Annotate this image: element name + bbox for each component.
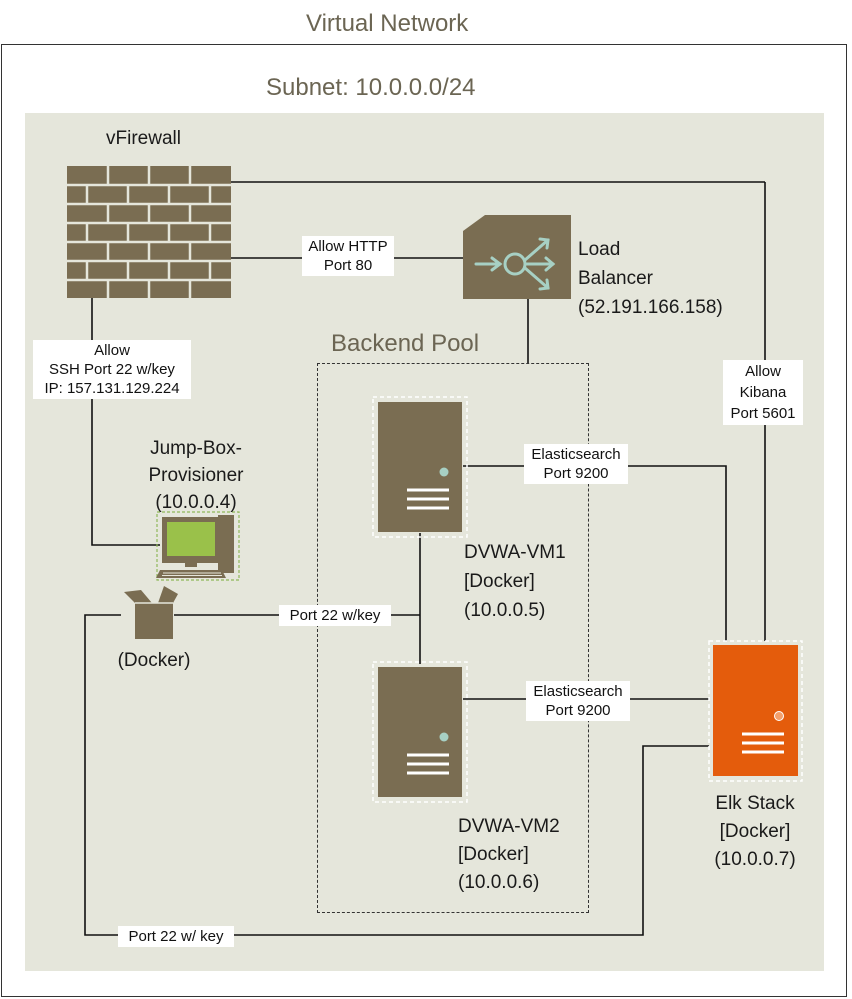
load-balancer-label: Load Balancer (52.191.166.158) [578,239,723,318]
edge-label-port22-elk: Port 22 w/ key [118,926,234,947]
dvwa-vm1-label: DVWA-VM1 [Docker] (10.0.0.5) [464,542,566,621]
brick-wall-icon [67,166,231,298]
server-icon [708,640,803,782]
server-icon [372,396,468,538]
subnet-title: Subnet: 10.0.0.0/24 [266,74,476,101]
edge-label-port22-pool: Port 22 w/key [279,605,391,626]
dvwa-vm2-label: DVWA-VM2 [Docker] (10.0.0.6) [458,816,560,893]
server-icon [372,661,468,803]
backend-pool-title: Backend Pool [331,330,480,357]
jump-box-label: Jump-Box- Provisioner (10.0.0.4) [148,438,244,513]
edge-label-http: Allow HTTP Port 80 [302,236,394,276]
backend-pool-frame [317,363,589,913]
elk-label: Elk Stack [Docker] (10.0.0.7) [714,793,796,870]
virtual-network-title: Virtual Network [306,10,469,37]
edge-label-es-vm1: Elasticsearch Port 9200 [524,444,628,484]
jump-box-docker-label: (Docker) [117,650,191,671]
edge-label-kibana: Allow Kibana Port 5601 [723,360,803,425]
load-balancer-icon [463,215,571,299]
workstation-icon [156,511,240,581]
edge-jumpbox-elk [84,614,709,936]
edge-label-es-vm2: Elasticsearch Port 9200 [526,681,630,721]
virtual-network-frame [1,44,847,997]
firewall-label: vFirewall [106,128,181,149]
edge-label-ssh: Allow SSH Port 22 w/key IP: 157.131.129.… [33,340,191,399]
container-box-icon [124,586,178,639]
